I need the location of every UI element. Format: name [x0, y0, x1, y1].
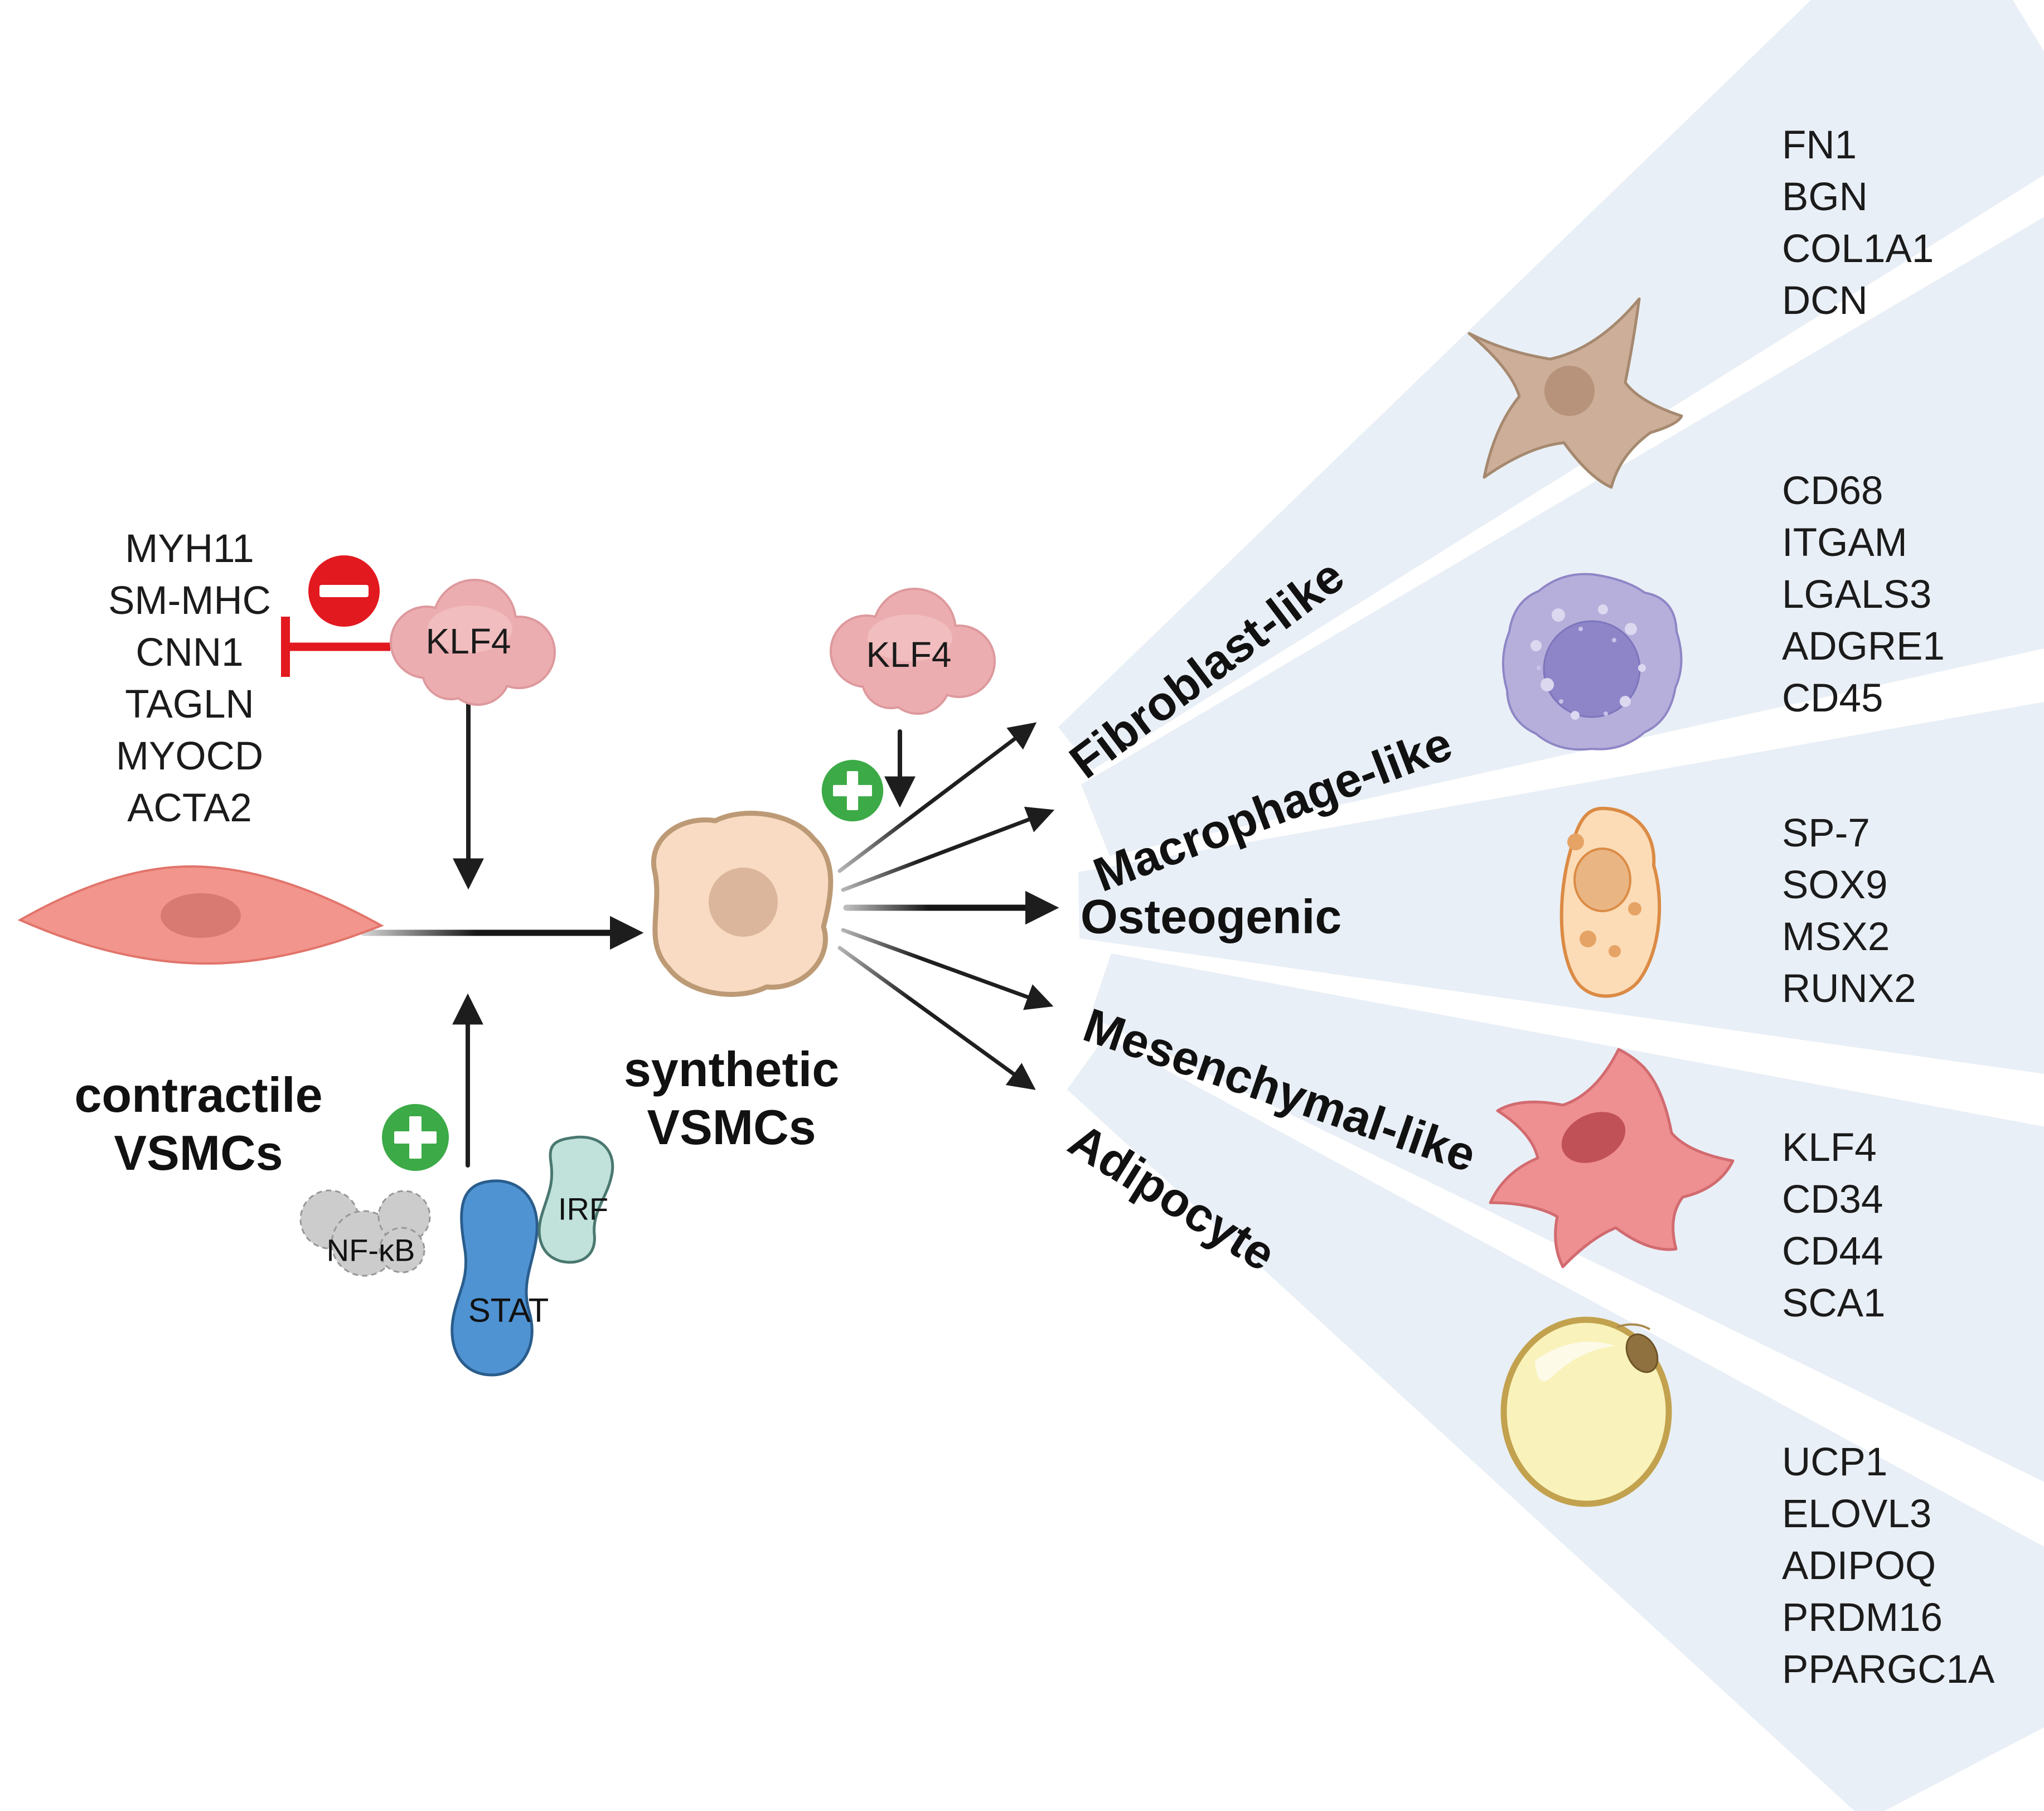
mesenchymal-cell-icon [1489, 1048, 1735, 1268]
gene-item: ACTA2 [127, 786, 252, 830]
arrow-to-macrophage [841, 806, 1055, 892]
phenotype-label-osteogenic: Osteogenic [1080, 890, 1342, 944]
synthetic-vsmc-cell-icon [651, 811, 834, 997]
synthetic-vsmc-label: synthetic VSMCs [624, 1040, 839, 1156]
osteogenic-cell-icon [1559, 806, 1662, 998]
gene-item: MYH11 [125, 527, 254, 571]
gene-item: CD34 [1782, 1178, 1883, 1222]
contractile-label-line2: VSMCs [114, 1125, 283, 1180]
nfkb-label: NF-κB [326, 1232, 415, 1268]
minus-circle-icon [308, 555, 380, 627]
irf-label: IRF [558, 1191, 609, 1227]
corner-cut-bottom-right [1885, 1727, 2044, 1811]
arrow-to-fibroblast [837, 722, 1037, 873]
gene-item: SCA1 [1782, 1281, 1886, 1325]
gene-item: MYOCD [115, 734, 264, 778]
arrow-to-adipocyte [837, 946, 1036, 1090]
corner-cut-top-right [2013, 0, 2044, 51]
gene-item: ADGRE1 [1782, 624, 1945, 669]
wedge-macrophage [1081, 217, 2044, 856]
gene-item: PPARGC1A [1782, 1648, 1995, 1692]
klf4-inhibition-group [281, 555, 390, 677]
klf4-repressor-label: KLF4 [425, 621, 511, 661]
gene-item: CD44 [1782, 1229, 1883, 1273]
gene-item: LGALS3 [1782, 573, 1932, 617]
gene-item: UCP1 [1782, 1440, 1888, 1484]
wedge-osteogenic [1078, 701, 2044, 1074]
stat-molecule-icon [451, 1179, 539, 1377]
gene-item: CD45 [1782, 676, 1883, 720]
phenotype-fan-wedges [1058, 0, 2044, 1811]
gene-item: ELOVL3 [1782, 1492, 1932, 1536]
arrows-layer [360, 696, 1059, 1168]
gene-item: MSX2 [1782, 915, 1890, 959]
gene-item: TAGLN [125, 682, 254, 727]
adipocyte-cell-icon [1500, 1316, 1672, 1507]
gene-item: DCN [1782, 279, 1868, 323]
gene-item: COL1A1 [1782, 227, 1934, 271]
gene-item: SOX9 [1782, 863, 1888, 907]
gene-item: PRDM16 [1782, 1596, 1943, 1640]
plus-circle-icon-synthetic [821, 759, 884, 822]
gene-item: CNN1 [135, 631, 244, 675]
gene-item: CD68 [1782, 469, 1883, 513]
stat-label: STAT [468, 1291, 549, 1329]
irf-molecule-icon [537, 1135, 614, 1264]
gene-item: SP-7 [1782, 811, 1870, 855]
gene-item: RUNX2 [1782, 967, 1916, 1011]
contractile-label-line1: contractile [74, 1067, 323, 1122]
gene-item: ADIPOQ [1782, 1544, 1936, 1588]
fibroblast-cell-icon [1467, 297, 1683, 489]
gene-item: FN1 [1782, 123, 1857, 167]
macrophage-cell-icon [1501, 573, 1683, 751]
plus-circle-icon-contractile [382, 1104, 449, 1171]
nfkb-molecule-icon [299, 1189, 431, 1277]
contractile-vsmc-cell-icon [17, 865, 384, 965]
gene-item: KLF4 [1782, 1126, 1877, 1170]
gene-item: SM-MHC [108, 579, 271, 623]
klf4-activator-label: KLF4 [866, 635, 952, 675]
contractile-vsmc-label: contractile VSMCs [74, 1066, 322, 1182]
gene-item: BGN [1782, 175, 1868, 219]
arrow-to-mesenchymal [841, 928, 1054, 1010]
gene-item: ITGAM [1782, 521, 1907, 565]
synthetic-label-line2: VSMCs [647, 1100, 816, 1155]
synthetic-label-line1: synthetic [623, 1042, 840, 1097]
